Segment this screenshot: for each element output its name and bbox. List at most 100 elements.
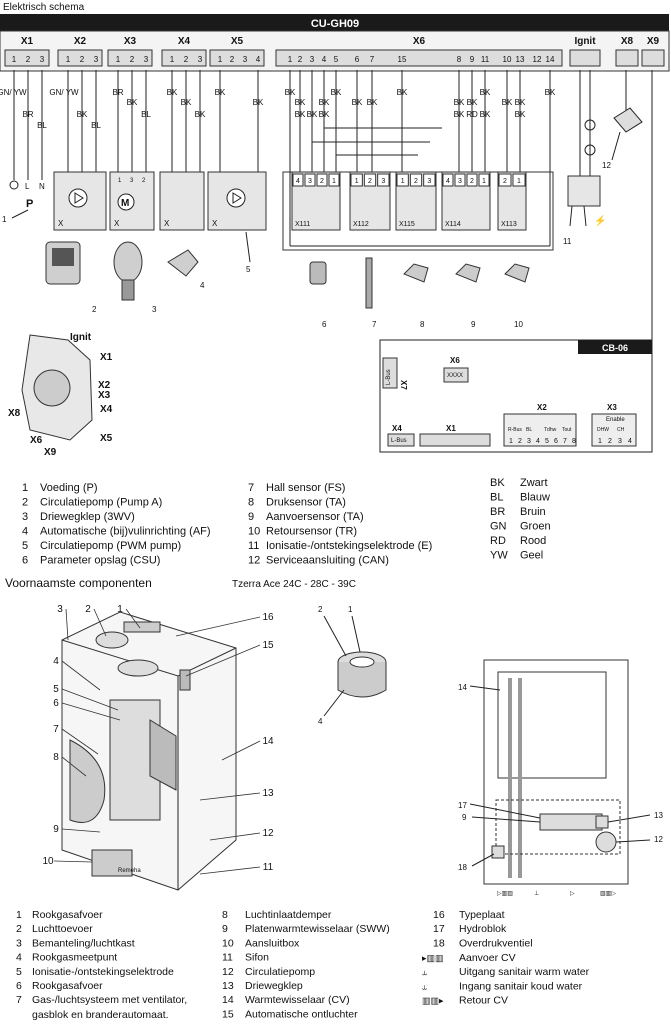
cb06-x2-pin-4: 4 — [536, 438, 540, 445]
cb06-lbus-small: L-Bus — [386, 369, 392, 385]
ignit-wiring: ⚡ 11 — [563, 70, 606, 246]
pin-x4-1: 1 — [170, 55, 175, 64]
legend2-num-6: 6 — [16, 980, 22, 992]
color-code-gn: GN — [490, 521, 507, 533]
legend2-text-12: Circulatiepomp — [245, 966, 315, 978]
pin-x6-12: 12 — [533, 55, 542, 64]
legend2-num-10: 10 — [222, 937, 234, 949]
right-callout-18: 18 — [458, 863, 467, 872]
legend-num-2: 2 — [22, 497, 28, 509]
boiler-callout-8: 8 — [53, 752, 59, 763]
x6-wiring — [282, 70, 554, 251]
callout-10: 10 — [514, 320, 523, 329]
legend-text-2: Circulatiepomp (Pump A) — [40, 497, 162, 509]
board-detail-label-x9: X9 — [44, 447, 57, 458]
legend2-num-16: 16 — [433, 909, 445, 921]
legend2-num-7: 7 — [16, 994, 22, 1006]
legend2-num-2: 2 — [16, 923, 22, 935]
sub-pin-box — [454, 173, 466, 187]
legend2-text-5: Ionisatie-/ontstekingselektrode — [32, 966, 174, 978]
pin-x5-3: 3 — [243, 55, 248, 64]
spark-icon: ⚡ — [594, 214, 606, 227]
sub-pin-box — [377, 173, 390, 187]
sub-pin-box — [350, 173, 363, 187]
boiler-callout-9: 9 — [53, 824, 59, 835]
legend2-symbol-text-1: Uitgang sanitair warm water — [459, 966, 590, 978]
cb06-x2-item-0: R-Bus — [508, 427, 522, 433]
board-detail-label-x3: X3 — [98, 390, 111, 401]
sub-pin-x113-2: 2 — [503, 178, 507, 185]
flue-detail: 2 1 4 — [318, 605, 387, 726]
sub-label-x113: X113 — [501, 221, 517, 228]
bottom-symbol-2: ⊥ — [534, 890, 539, 897]
cb06-x1: X1 — [446, 424, 456, 433]
boiler-callout-12: 12 — [262, 828, 274, 839]
boiler-callout-6: 6 — [53, 698, 59, 709]
legend2-num-5: 5 — [16, 966, 22, 978]
cb06-x2: X2 — [537, 403, 547, 412]
legend-text-4: Automatische (bij)vulinrichting (AF) — [40, 526, 211, 538]
service-connector-icon — [613, 107, 643, 133]
legend-text-9: Aanvoersensor (TA) — [266, 511, 364, 523]
boiler-leader — [53, 860, 93, 863]
x8-service: 12 — [602, 70, 643, 170]
legend-num-9: 9 — [248, 511, 254, 523]
cb06-x3-title: Enable — [606, 417, 625, 423]
comp-x-4: X — [212, 219, 218, 228]
legend2-num-9: 9 — [222, 923, 228, 935]
legend2-text-18: Overdrukventiel — [459, 937, 533, 949]
callout-9: 9 — [471, 320, 476, 329]
cb06-x3: X3 — [607, 403, 617, 412]
sub-pin-x115-2: 2 — [414, 178, 418, 185]
callout-11: 11 — [563, 237, 572, 246]
sub-pin-box — [442, 173, 454, 187]
sub-pin-box — [304, 173, 316, 187]
connector-x1: X1 — [21, 36, 34, 47]
cb06-x3-item-0: DHW — [597, 427, 609, 433]
sub-pin-x113-1: 1 — [517, 178, 521, 185]
cb06-x2-pin-5: 5 — [545, 438, 549, 445]
pin-x5-2: 2 — [230, 55, 235, 64]
sub-pin-x114-1: 1 — [482, 178, 486, 185]
sub-pin-x114-3: 3 — [458, 178, 462, 185]
filler-picture — [167, 249, 199, 277]
boiler-leader — [175, 616, 261, 637]
callout-6: 6 — [322, 320, 327, 329]
callout-3: 3 — [152, 305, 157, 314]
sub-pin-box — [498, 173, 512, 187]
boiler-leader — [93, 608, 107, 637]
color-code-br: BR — [490, 506, 505, 518]
color-name-br: Bruin — [520, 506, 546, 518]
boiler-leader — [61, 756, 87, 777]
cb06-x3-pin-1: 1 — [598, 438, 602, 445]
legend2-text-15: Automatische ontluchter — [245, 1008, 358, 1020]
connector-x4: X4 — [178, 36, 191, 47]
main-board-title: CU-GH09 — [311, 18, 359, 30]
legend-num-8: 8 — [248, 497, 254, 509]
legend2-symbol-1: ⥿ — [421, 967, 427, 977]
color-code-bk: BK — [490, 477, 505, 489]
legend2-num-12: 12 — [222, 966, 234, 978]
pin-x1-2: 2 — [26, 55, 31, 64]
connector-x5-housing — [209, 49, 265, 67]
legend-num-7: 7 — [248, 482, 254, 494]
legend2-text-10: Aansluitbox — [245, 937, 300, 949]
connector-x5: X5 — [231, 36, 244, 47]
boiler-callout-7: 7 — [53, 724, 59, 735]
pin-x6-3: 3 — [310, 55, 315, 64]
earth-icon-ignit-2 — [584, 144, 596, 156]
legend-text-1: Voeding (P) — [40, 482, 97, 494]
boiler-leader — [221, 740, 261, 761]
detail-callout-4: 4 — [318, 717, 323, 726]
cb06-x2-pin-2: 2 — [518, 438, 522, 445]
cb06-x3-pin-3: 3 — [618, 438, 622, 445]
legend2-text-4: Rookgasmeetpunt — [32, 952, 117, 964]
sub-pin-box — [396, 173, 409, 187]
legend-text-10: Retoursensor (TR) — [266, 526, 357, 538]
sub-label-x115: X115 — [399, 221, 415, 228]
cb06-x2-pin-3: 3 — [527, 438, 531, 445]
connector-x9: X9 — [647, 36, 660, 47]
